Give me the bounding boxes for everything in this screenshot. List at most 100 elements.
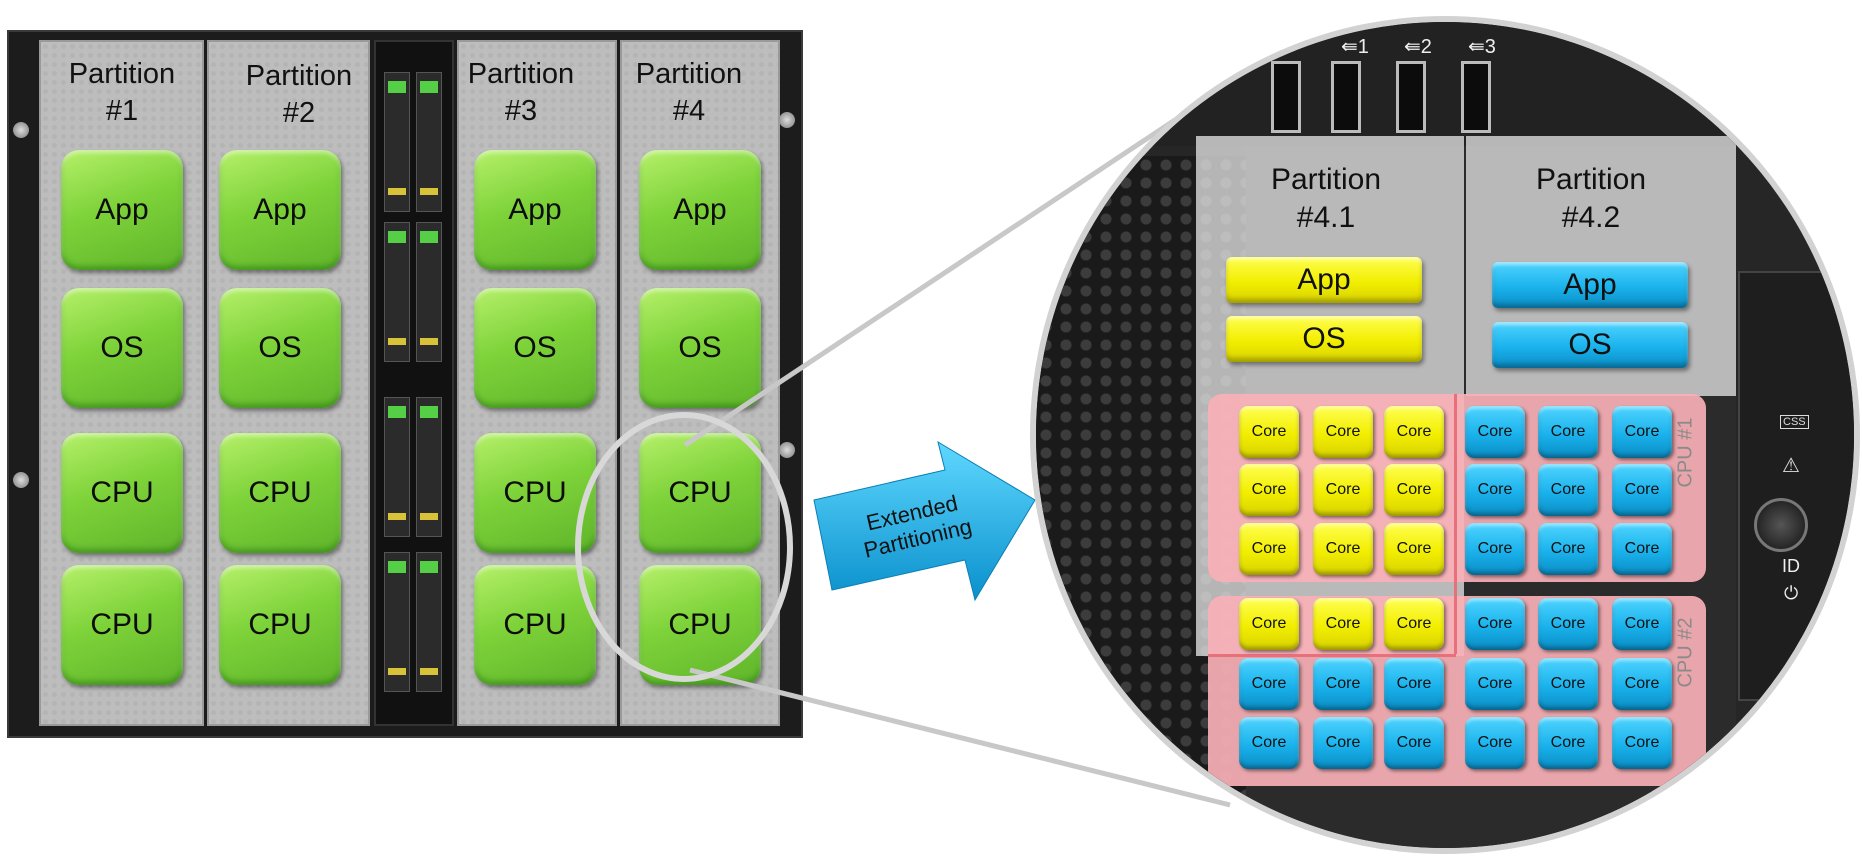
id-button[interactable] [1754,498,1808,552]
os-box: OS [219,288,341,408]
drive-bay [416,552,442,692]
core-partition-4-2: Core [1612,523,1672,575]
app-box: App [61,150,183,270]
cpu-1-label: CPU #1 [1674,417,1697,488]
core-partition-4-2: Core [1239,717,1299,769]
core-partition-4-1: Core [1239,464,1299,516]
partition-title: Partition#4 [635,58,743,127]
partition-title: Partition#2 [245,60,353,129]
os-box: OS [474,288,596,408]
core-partition-4-2: Core [1465,464,1525,516]
core-partition-4-2: Core [1465,658,1525,710]
partition-3: Partition#3 App OS CPU CPU [457,40,617,726]
core-partition-4-2: Core [1612,658,1672,710]
screw-icon [779,112,795,128]
port-panel [1036,22,1854,146]
partition-1: Partition#1 App OS CPU CPU [39,40,204,726]
core-partition-4-1: Core [1239,523,1299,575]
core-partition-4-2: Core [1612,464,1672,516]
usb-label: ⇚3 [1468,36,1496,58]
core-partition-4-1: Core [1239,598,1299,650]
zoom-source-circle [575,412,793,682]
drive-bay [384,72,410,212]
screw-icon [13,472,29,488]
os-box: OS [61,288,183,408]
partition-divider [1208,654,1456,657]
cpu-box: CPU [219,565,341,685]
core-partition-4-1: Core [1384,598,1444,650]
core-partition-4-2: Core [1384,717,1444,769]
os-box: OS [639,288,761,408]
core-partition-4-2: Core [1465,523,1525,575]
drive-bay [384,222,410,362]
partition-4: Partition#4 App OS CPU CPU [620,40,780,726]
usb-port [1271,61,1301,133]
control-panel: CSS ⚠ ID ⏻ [1738,271,1854,701]
core-partition-4-2: Core [1538,406,1598,458]
core-partition-4-2: Core [1465,598,1525,650]
usb-port [1461,61,1491,133]
core-partition-4-2: Core [1538,717,1598,769]
power-icon: ⏻ [1784,583,1799,603]
drive-bay [384,397,410,537]
cpu-box: CPU [219,433,341,553]
core-partition-4-1: Core [1239,406,1299,458]
drive-bay [416,222,442,362]
cpu-box: CPU [639,565,761,685]
core-partition-4-1: Core [1313,406,1373,458]
server-chassis: Partition#1 App OS CPU CPU Partition#2 A… [7,30,803,738]
app-box: App [474,150,596,270]
zoom-circle: ⇚1 ⇚2 ⇚3 CSS ⚠ ID ⏻ Partition#4.1 Partit… [1030,16,1860,854]
app-bar-4-2: App [1492,262,1688,308]
core-partition-4-2: Core [1465,717,1525,769]
core-partition-4-2: Core [1538,464,1598,516]
core-partition-4-2: Core [1465,406,1525,458]
cpu-box: CPU [61,433,183,553]
warning-icon: ⚠ [1782,455,1800,477]
os-bar-4-2: OS [1492,322,1688,368]
usb-port [1331,61,1361,133]
core-partition-4-2: Core [1538,658,1598,710]
core-partition-4-2: Core [1538,523,1598,575]
core-partition-4-1: Core [1384,464,1444,516]
core-partition-4-1: Core [1384,523,1444,575]
id-label: ID [1782,556,1800,576]
usb-port [1396,61,1426,133]
css-indicator: CSS [1780,415,1809,429]
usb-label: ⇚2 [1404,36,1432,58]
cpu-box: CPU [639,433,761,553]
core-partition-4-2: Core [1612,717,1672,769]
core-partition-4-1: Core [1313,598,1373,650]
usb-label: ⇚1 [1341,36,1369,58]
core-partition-4-2: Core [1239,658,1299,710]
cpu-box: CPU [61,565,183,685]
app-box: App [219,150,341,270]
partition-title: Partition#1 [68,58,176,127]
core-partition-4-2: Core [1384,658,1444,710]
core-partition-4-2: Core [1612,598,1672,650]
drive-unit [374,40,454,726]
cpu-2-label: CPU #2 [1674,617,1697,688]
screw-icon [13,122,29,138]
drive-bay [384,552,410,692]
os-bar-4-1: OS [1226,316,1422,362]
partition-title: Partition#3 [467,58,575,127]
core-partition-4-2: Core [1313,658,1373,710]
app-box: App [639,150,761,270]
partition-4-1-title: Partition#4.1 [1270,163,1382,234]
screw-icon [779,442,795,458]
app-bar-4-1: App [1226,257,1422,303]
partition-divider [1454,394,1457,654]
core-partition-4-1: Core [1313,464,1373,516]
core-partition-4-1: Core [1313,523,1373,575]
drive-bay [416,397,442,537]
drive-bay [416,72,442,212]
core-partition-4-1: Core [1384,406,1444,458]
core-partition-4-2: Core [1612,406,1672,458]
cpu-box: CPU [474,565,596,685]
partition-4-2-title: Partition#4.2 [1535,163,1647,234]
partition-2: Partition#2 App OS CPU CPU [207,40,370,726]
core-partition-4-2: Core [1313,717,1373,769]
core-partition-4-2: Core [1538,598,1598,650]
